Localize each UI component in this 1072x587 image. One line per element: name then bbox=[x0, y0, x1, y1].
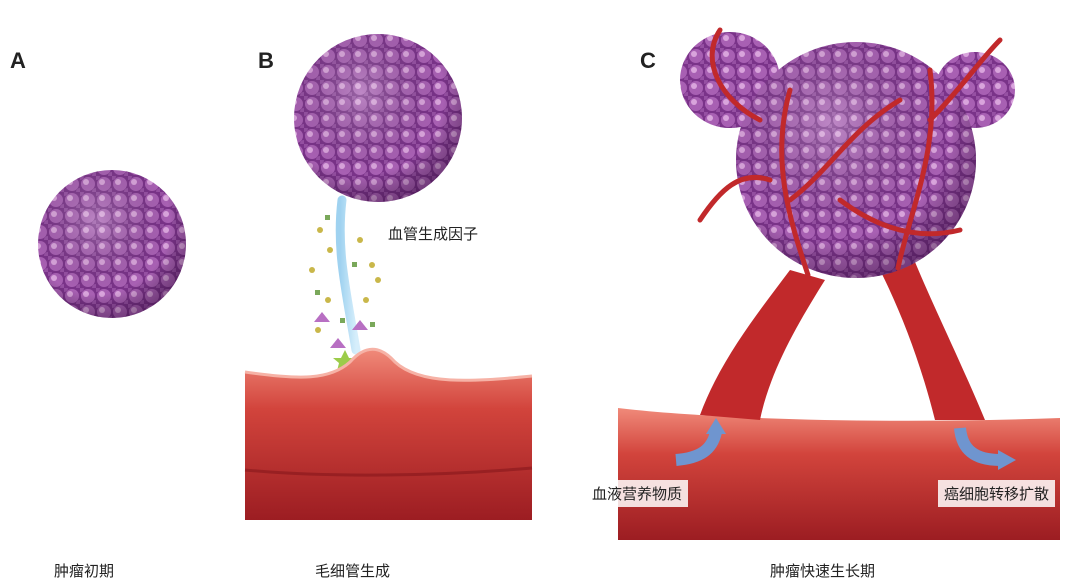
metastasis-label: 癌细胞转移扩散 bbox=[938, 480, 1055, 507]
panel-b-tumor bbox=[294, 34, 462, 202]
panel-a-letter: A bbox=[10, 48, 26, 74]
blood-nutrients-label: 血液营养物质 bbox=[586, 480, 688, 507]
panel-c-caption: 肿瘤快速生长期 bbox=[770, 560, 875, 581]
angiogenic-factor-particles bbox=[309, 200, 381, 371]
panel-b-letter: B bbox=[258, 48, 274, 74]
panel-c-letter: C bbox=[640, 48, 656, 74]
panel-c-tumor bbox=[680, 30, 1015, 278]
panel-a-caption: 肿瘤初期 bbox=[54, 560, 114, 581]
angiogenic-factor-label: 血管生成因子 bbox=[388, 223, 478, 244]
panel-b-caption: 毛细管生成 bbox=[315, 560, 390, 581]
panel-a-tumor bbox=[38, 170, 186, 318]
panel-b-blood-vessel bbox=[245, 349, 532, 520]
